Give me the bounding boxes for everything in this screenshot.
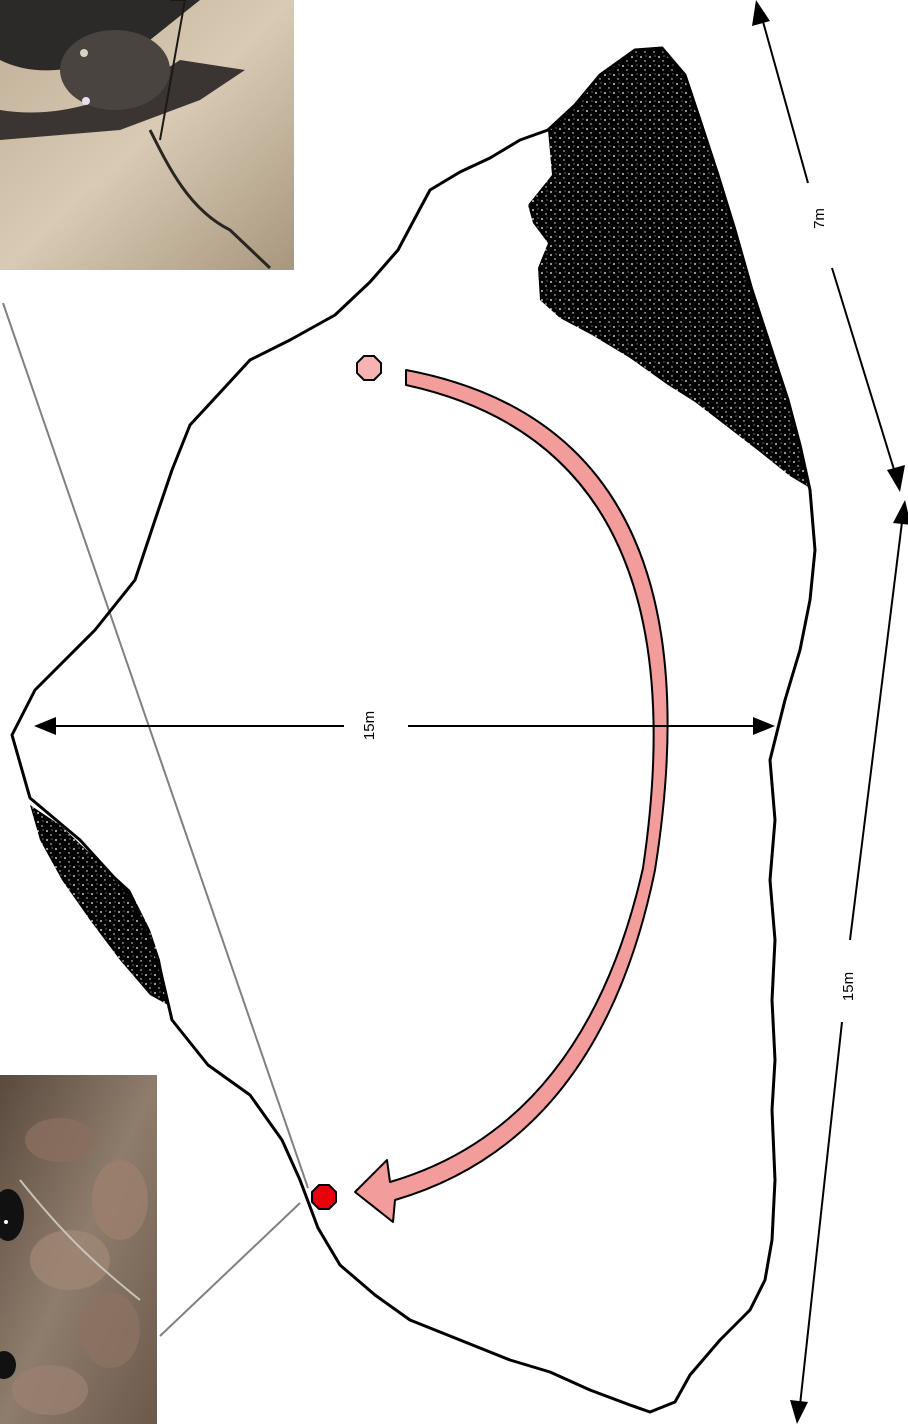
top-right-width-dimension (752, 0, 905, 492)
dark-rock-area-lower (30, 805, 168, 1005)
center-width-label: 15m (361, 707, 379, 744)
right-length-label: 15m (840, 968, 858, 1005)
cave-wall-bats-photo (0, 1075, 157, 1424)
start-position-marker (356, 355, 382, 381)
bottom-photo-leader-line (159, 1202, 301, 1337)
center-width-dimension (34, 717, 775, 735)
cave-outline (10, 46, 817, 1414)
movement-arrow (354, 369, 669, 1223)
right-length-dimension (790, 500, 908, 1424)
bat-photo (0, 0, 294, 270)
top-right-width-label: 7m (810, 205, 828, 232)
dark-rock-area-upper (528, 48, 810, 488)
end-position-marker (311, 1184, 337, 1210)
top-photo-leader-line (2, 302, 309, 1189)
